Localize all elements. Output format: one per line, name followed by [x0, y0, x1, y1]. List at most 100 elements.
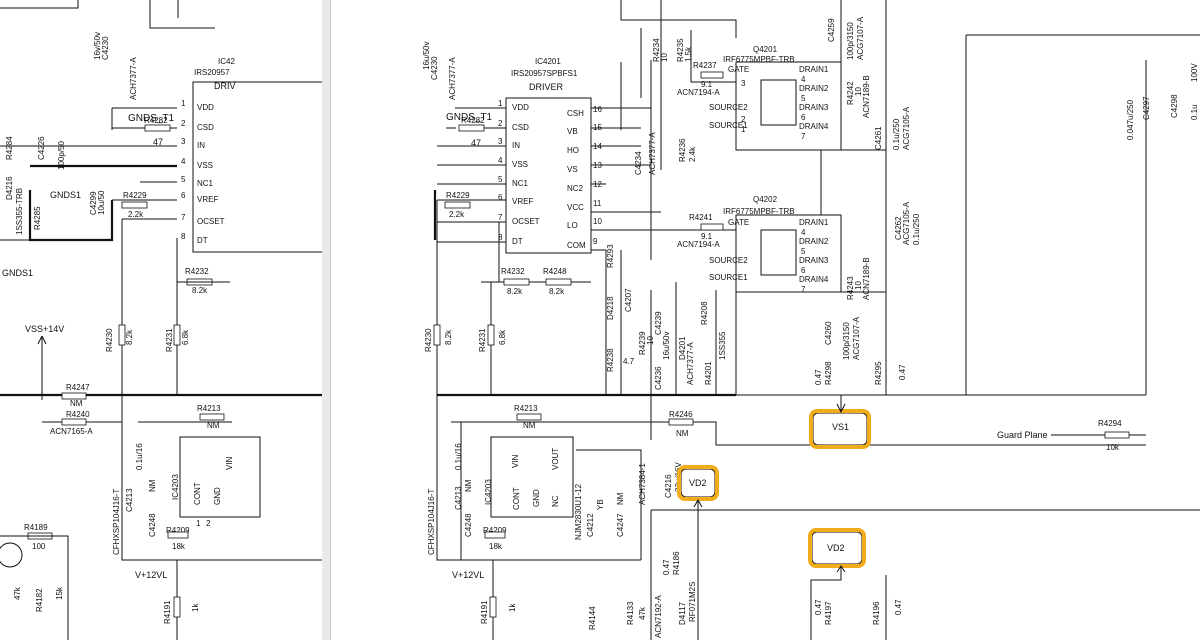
q4201-source2: SOURCE2 [709, 103, 748, 112]
resistor-r4237 [700, 71, 724, 79]
q4202-pins-drain-num: 7 [801, 285, 806, 294]
c4226-value: 100p/50 [57, 141, 66, 170]
ic42-pin-name: CSD [197, 123, 214, 132]
ic42-pin-number: 7 [181, 213, 186, 222]
ic4201-left-pin-name: CSD [512, 123, 529, 132]
r4229-label: R4229 [123, 191, 147, 200]
r4191-label: R4191 [480, 600, 489, 624]
c4239-value: 16u/50v [662, 332, 671, 360]
r4282-value: 47 [153, 137, 163, 147]
r4213-label: R4213 [514, 404, 538, 413]
r4230-value: 8.2k [444, 329, 453, 345]
r4232-label: R4232 [501, 267, 525, 276]
r4208-label: R4208 [700, 301, 709, 325]
q4201-pins-drain-num: 4 [801, 75, 806, 84]
q4201-pins-drain-name: DRAIN3 [799, 103, 829, 112]
c4213-label: C4213 [125, 488, 134, 512]
ic42-pin-number: 3 [181, 137, 186, 146]
acg7107-label: ACG7107-A [856, 16, 865, 60]
ic4201-right-pin-name: CSH [567, 109, 584, 118]
resistor-r4240 [61, 418, 87, 426]
r4197-value: 0.47 [814, 599, 823, 615]
ic4201-driver: DRIVER [529, 82, 564, 92]
r4285-label: R4285 [33, 206, 42, 230]
r4238-label: R4238 [606, 348, 615, 372]
wire-pins [437, 145, 506, 201]
njm-part: NJM2830U1-12 [574, 483, 583, 540]
wire-ocset [121, 218, 177, 395]
ic4203-label: IC4203 [484, 479, 493, 505]
r4241-value: 9.1 [701, 232, 713, 241]
r4234-label: R4234 [652, 38, 661, 62]
r4294-label: R4294 [1098, 419, 1122, 428]
ic4201-right-pin-name: VB [567, 127, 578, 136]
njm-vout: VOUT [551, 448, 560, 470]
r4231-label: R4231 [478, 328, 487, 352]
c4297-value: 0.047u/250 [1126, 99, 1135, 140]
ic4201-ref: IC4201 [535, 57, 561, 66]
gnds-t1-label: GNDS_T1 [446, 112, 493, 123]
r4189-value: 100 [32, 542, 46, 551]
c4299-label: C4299 [89, 191, 98, 215]
c4247-value: NM [616, 492, 625, 505]
r4182-label: R4182 [35, 588, 44, 612]
njm-cont: CONT [512, 487, 521, 510]
ic42-pin-name: NC1 [197, 179, 214, 188]
resistor-r4247 [61, 392, 87, 400]
c4297-label: C4297 [1142, 96, 1151, 120]
ic42-pin-number: 2 [181, 119, 186, 128]
q4202-pins-drain-name: DRAIN3 [799, 256, 829, 265]
r4237-value: 9.1 [701, 80, 713, 89]
ic4201-left-pin-number: 2 [498, 119, 503, 128]
q4202-symbol [760, 229, 797, 276]
r4246-value: NM [676, 429, 689, 438]
r4243-label: R4243 [846, 276, 855, 300]
resistor-r4231 [173, 324, 181, 346]
page-gap [322, 0, 330, 640]
r4232-label: R4232 [185, 267, 209, 276]
resistor-r4213 [516, 413, 542, 421]
r4248-label: R4248 [543, 267, 567, 276]
wire [0, 535, 69, 640]
c4230-label: C4230 [430, 56, 439, 80]
r4235-label: R4235 [676, 38, 685, 62]
top-component-box [0, 0, 79, 9]
r4196-value: 0.47 [894, 599, 903, 615]
ach7377b-label: ACH7377-A [648, 132, 657, 175]
cfhx-label: CFHXSP104J16-T [112, 489, 121, 555]
ic4201-part: IRS20957SPBFS1 [511, 69, 578, 78]
ic4201-left-pin-name: OCSET [512, 217, 540, 226]
wire-middle [620, 250, 736, 440]
v12vl-label: V+12VL [452, 570, 484, 580]
c4212-label: C4212 [586, 513, 595, 537]
c4299-value: 10u/50 [97, 190, 106, 215]
c4298-value: 0.1u [1190, 104, 1199, 120]
r4186-value: 0.47 [662, 559, 671, 575]
r4133-value: 47k [638, 606, 647, 620]
r4230-value: 8.2k [125, 329, 134, 345]
c4234-label: C4234 [634, 151, 643, 175]
pin1: 1 [196, 519, 201, 528]
ic4201-left-pin-number: 3 [498, 137, 503, 146]
q4201-symbol [760, 79, 797, 126]
resistor-r4191 [173, 596, 181, 618]
r4295-label: R4295 [874, 361, 883, 385]
resistor-r4282 [144, 124, 171, 132]
vs1-label: VS1 [832, 422, 849, 432]
r4236-value: 2.4k [688, 146, 697, 162]
ic42-pin-name: IN [197, 141, 205, 150]
ic42-driver-label: DRIV [214, 81, 236, 91]
resistor-r4232 [503, 278, 530, 286]
ic4201-left-pin-name: VDD [512, 103, 529, 112]
wire [121, 395, 322, 561]
c4247-label: C4247 [616, 513, 625, 537]
r4241-label: R4241 [689, 213, 713, 222]
r4246-label: R4246 [669, 410, 693, 419]
ic42-pin-name: DT [197, 236, 208, 245]
r4243-value: 10 [854, 281, 863, 290]
c4248-label: C4248 [464, 513, 473, 537]
